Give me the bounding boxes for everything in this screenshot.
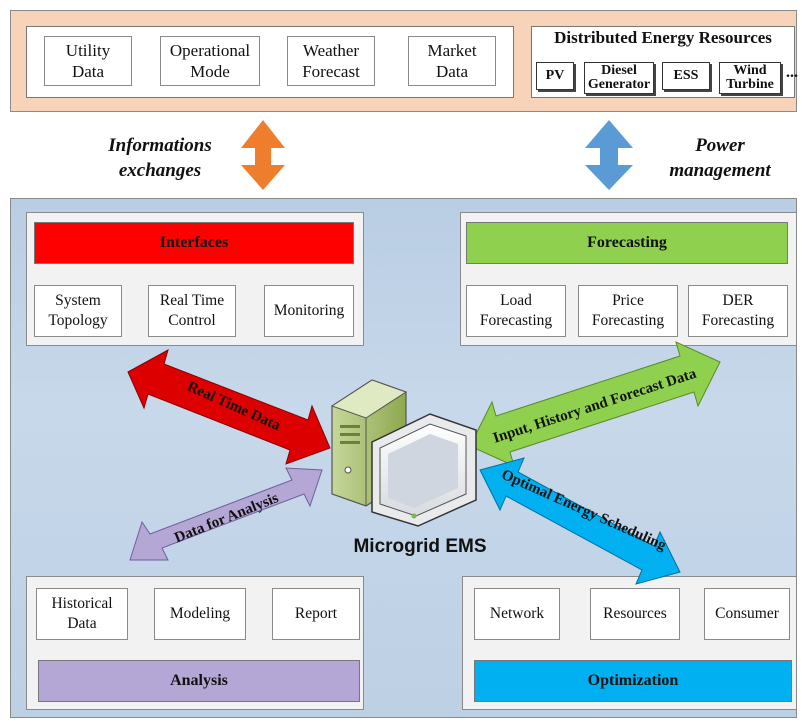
der-ess: ESS xyxy=(662,62,710,90)
der-wind-turbine: Wind Turbine xyxy=(719,62,781,94)
input-history-forecast-arrow: Input, History and Forecast Data xyxy=(469,341,721,467)
input-history-forecast-label: Input, History and Forecast Data xyxy=(491,366,699,447)
data-for-analysis-arrow: Data for Analysis xyxy=(129,467,323,561)
system-topology-box: System Topology xyxy=(34,285,122,337)
microgrid-ems-label: Microgrid EMS xyxy=(353,536,487,557)
informations-exchanges-arrow xyxy=(241,120,285,190)
historical-data-box: Historical Data xyxy=(36,588,128,640)
informations-exchanges-label: Informations exchanges xyxy=(108,135,212,181)
report-box: Report xyxy=(272,588,360,640)
der-title: Distributed Energy Resources xyxy=(554,28,772,47)
analysis-title-bar: Analysis xyxy=(38,660,360,702)
der-more-ellipsis: ... xyxy=(786,64,798,81)
der-pv: PV xyxy=(536,62,574,90)
market-data-box: Market Data xyxy=(408,36,496,86)
price-forecasting-box: Price Forecasting xyxy=(578,285,678,337)
network-box: Network xyxy=(474,588,560,640)
interfaces-title-bar: Interfaces xyxy=(34,222,354,264)
consumer-box: Consumer xyxy=(704,588,790,640)
real-time-data-arrow: Real Time Data xyxy=(127,348,331,465)
ems-computer-icon xyxy=(330,379,477,527)
operational-mode-box: Operational Mode xyxy=(160,36,260,86)
load-forecasting-box: Load Forecasting xyxy=(466,285,566,337)
utility-data-box: Utility Data xyxy=(44,36,132,86)
weather-forecast-box: Weather Forecast xyxy=(287,36,375,86)
optimal-energy-scheduling-label: Optimal Energy Scheduling xyxy=(499,467,669,554)
optimization-title-bar: Optimization xyxy=(474,660,792,702)
modeling-box: Modeling xyxy=(154,588,246,640)
forecasting-title-bar: Forecasting xyxy=(466,222,788,264)
power-management-arrow xyxy=(585,120,633,190)
data-for-analysis-label: Data for Analysis xyxy=(172,490,281,546)
resources-box: Resources xyxy=(590,588,680,640)
der-diesel-generator: Diesel Generator xyxy=(584,62,654,94)
optimal-energy-scheduling-arrow: Optimal Energy Scheduling xyxy=(479,457,681,585)
power-management-label: Power management xyxy=(669,135,771,181)
monitoring-box: Monitoring xyxy=(264,285,354,337)
real-time-control-box: Real Time Control xyxy=(148,285,236,337)
der-forecasting-box: DER Forecasting xyxy=(688,285,788,337)
